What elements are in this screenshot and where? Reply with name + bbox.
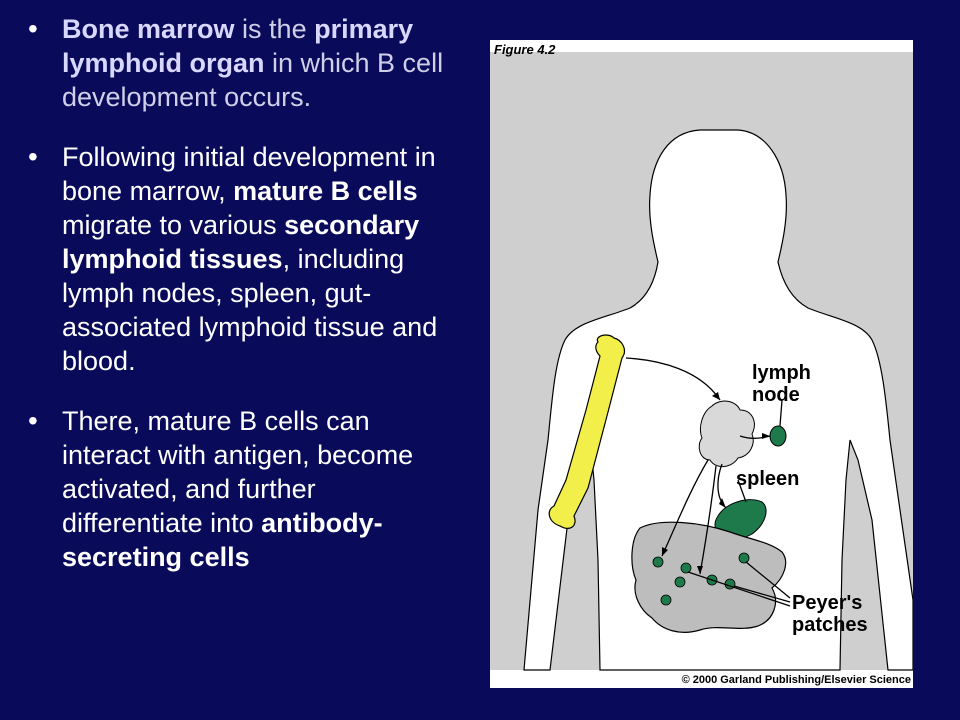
bullet-segment: Following initial development in bone ma… — [62, 142, 436, 206]
peyers-patch — [652, 556, 664, 568]
bullet-segment: primary lymphoid organ — [62, 14, 414, 78]
pointer-peyers-3 — [687, 571, 791, 607]
bullet-glyph: • — [28, 13, 38, 44]
arrowhead — [712, 392, 720, 400]
pointer-peyers-2 — [733, 585, 791, 603]
peyers-patch — [674, 576, 686, 588]
figure-title: Figure 4.2 — [494, 42, 556, 57]
figure-panel: Figure 4.2 lymph node spleen Peyer's pat… — [490, 40, 913, 688]
arrow-bone-to-heart — [625, 357, 721, 401]
bullet-item: • Bone marrow is the primary lymphoid or… — [28, 12, 448, 114]
pointer-spleen — [737, 479, 747, 503]
bullet-segment: secondary lymphoid tissues — [62, 210, 420, 274]
bullet-glyph: • — [28, 141, 38, 172]
arrowhead — [662, 547, 668, 556]
lymphoid-organs-figure — [490, 52, 913, 671]
bullet-segment: migrate to various — [62, 210, 285, 240]
bullet-text-2: Following initial development in bone ma… — [62, 140, 448, 378]
arrowhead — [762, 433, 770, 439]
figure-credit: © 2000 Garland Publishing/Elsevier Scien… — [681, 674, 911, 686]
label-lymph-node: lymph node — [752, 362, 811, 406]
bullet-text-3: There, mature B cells can interact with … — [62, 404, 448, 574]
arrowheads — [662, 392, 770, 574]
bullet-segment: antibody-secreting cells — [62, 508, 383, 572]
lymph-node-organ — [769, 425, 787, 447]
arrowhead — [719, 498, 726, 508]
pointer-lymph-node — [779, 399, 783, 427]
label-spleen: spleen — [736, 468, 800, 490]
bullet-list: • Bone marrow is the primary lymphoid or… — [28, 12, 448, 600]
heart-vessels — [698, 400, 755, 467]
bullet-segment: Bone marrow — [62, 14, 235, 44]
bullet-segment: mature B cells — [233, 176, 418, 206]
bullet-glyph: • — [28, 405, 38, 436]
bullet-segment: There, mature B cells can interact with … — [62, 406, 414, 538]
bullet-segment: , including lymph nodes, spleen, gut-ass… — [62, 244, 438, 376]
peyers-patch — [660, 594, 672, 606]
bone-marrow-bone — [548, 334, 626, 529]
body-silhouette — [523, 129, 913, 671]
label-peyers-patches: Peyer's patches — [792, 592, 868, 636]
peyers-patch — [738, 552, 750, 564]
bullet-text-1: Bone marrow is the primary lymphoid orga… — [62, 12, 448, 114]
peyers-patch — [680, 562, 692, 574]
bullet-segment: in which B cell development occurs. — [62, 48, 444, 112]
bullet-item: • Following initial development in bone … — [28, 140, 448, 378]
bullet-item: • There, mature B cells can interact wit… — [28, 404, 448, 574]
bullet-segment: is the — [234, 14, 315, 44]
pointer-peyers-1 — [745, 561, 791, 599]
arrow-heart-to-gut-2 — [699, 465, 717, 575]
arrowhead — [697, 566, 703, 574]
arrow-heart-to-gut — [661, 459, 709, 557]
